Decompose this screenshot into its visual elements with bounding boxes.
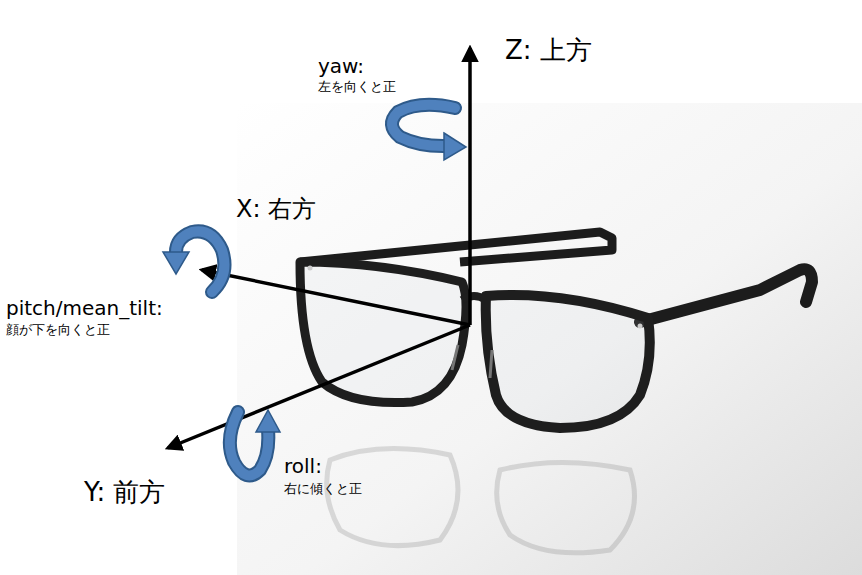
axis-label: Y: 前方 [84, 478, 165, 508]
glasses-temple [300, 232, 612, 262]
rotation-name: yaw: [318, 55, 364, 78]
rotation-note: 顔が下を向くと正 [6, 323, 110, 338]
glasses-rivet [308, 266, 313, 271]
rotation-name: pitch/mean_tilt: [6, 297, 163, 320]
glasses-temple [640, 269, 812, 322]
rotation-name: roll: [284, 455, 322, 478]
rotation-arrow [392, 105, 466, 160]
axis-label: Z: 上方 [505, 36, 592, 66]
coordinate-axes [168, 48, 470, 448]
rotation-arrow [163, 231, 224, 292]
rotation-arrow [230, 410, 280, 475]
photo-ground [237, 103, 862, 575]
rotation-note: 右に傾くと正 [284, 482, 362, 497]
axis-label: X: 右方 [236, 196, 316, 224]
glasses-reflection [327, 449, 635, 553]
glasses-rivet [638, 324, 643, 329]
glasses-lens [486, 295, 650, 428]
glasses-nosepad [452, 345, 492, 378]
rotation-note: 左を向くと正 [318, 80, 396, 95]
glasses-lens [300, 262, 466, 403]
